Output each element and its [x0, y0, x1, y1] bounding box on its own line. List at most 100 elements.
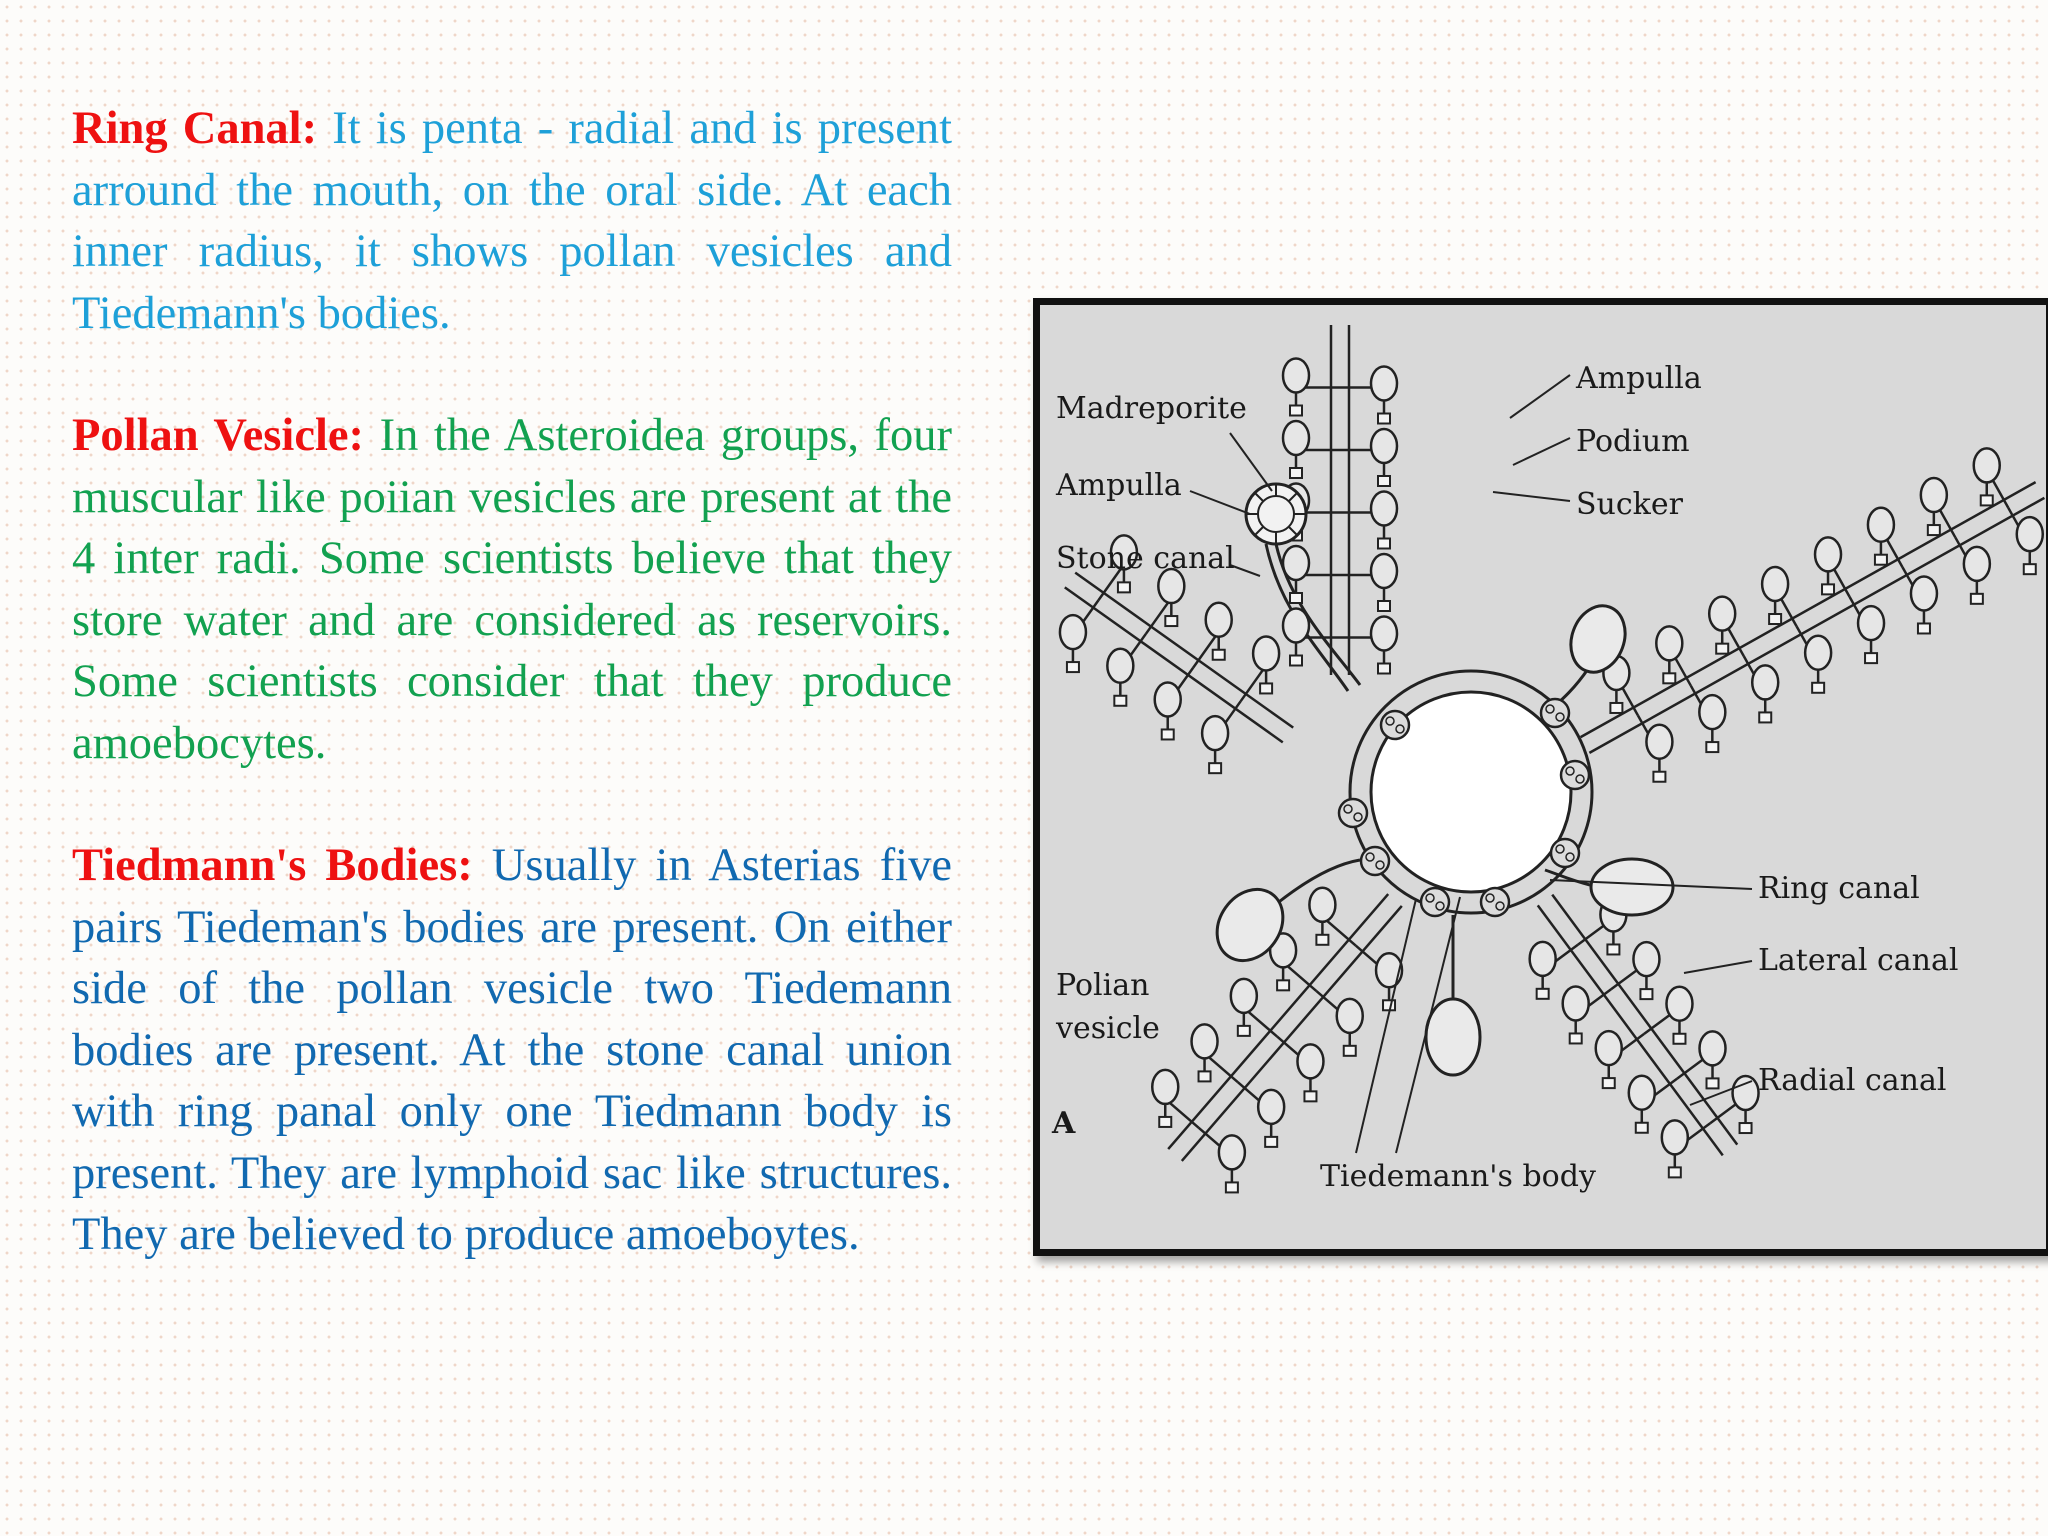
ampulla-bulb: [1374, 952, 1404, 989]
sucker: [1568, 1032, 1583, 1045]
ampulla-bulb: [1369, 490, 1399, 527]
sucker: [1639, 988, 1654, 1001]
tiedemanns-body: [1539, 697, 1571, 729]
ampulla-bulb: [1256, 1088, 1286, 1126]
tiedmanns-bodies-text: Usually in Asterias five pairs Tiedeman'…: [72, 840, 952, 1260]
lateral-canal: [1144, 597, 1173, 635]
sucker: [1672, 1032, 1687, 1045]
sucker: [1264, 1135, 1279, 1148]
ampulla-bulb: [1335, 997, 1364, 1035]
tiedemanns-body-lobe: [1375, 860, 1385, 870]
ampulla-bulb: [1153, 681, 1182, 718]
tiedemanns-body-lobe: [1485, 893, 1495, 903]
ampulla-bulb: [1972, 447, 2001, 484]
radial-canal-edge: [1579, 481, 2037, 739]
label-ampulla-top: Ampulla: [1575, 361, 1702, 396]
radial-canal-edge: [1167, 893, 1390, 1150]
sucker: [1916, 622, 1931, 635]
sucker: [1377, 537, 1391, 550]
pollan-vesicle-paragraph: Pollan Vesicle: In the Asteroidea groups…: [72, 405, 952, 774]
sucker: [1289, 404, 1303, 417]
ampulla-bulb: [1803, 634, 1833, 672]
ampulla-bulb: [1369, 615, 1399, 652]
ampulla-bulb: [1281, 419, 1311, 457]
sucker: [1821, 583, 1836, 596]
label-sucker: Sucker: [1576, 487, 1684, 522]
ampulla-bulb: [1645, 723, 1674, 760]
tiedemanns-body-outline: [1359, 845, 1391, 877]
sucker: [1377, 412, 1391, 425]
tiedmanns-bodies-paragraph: Tiedmann's Bodies: Usually in Asterias f…: [72, 835, 952, 1266]
radial-canal-edge: [1180, 905, 1403, 1162]
sucker: [1969, 592, 1984, 605]
sucker: [1609, 701, 1624, 714]
polian-vesicle-bottom: [1424, 997, 1482, 1077]
sucker: [1662, 672, 1677, 685]
sucker: [1382, 999, 1397, 1012]
sucker: [1535, 987, 1550, 1000]
ampulla-bulb: [1251, 635, 1281, 672]
ampulla-bulb: [1856, 604, 1886, 642]
sucker: [1315, 933, 1330, 946]
tiedemanns-body-outline: [1337, 797, 1369, 829]
sucker: [1864, 652, 1879, 665]
ampulla-bulb: [1698, 1030, 1727, 1067]
lateral-canal: [1097, 563, 1125, 601]
sucker: [1873, 553, 1888, 566]
tiedemanns-body-outline: [1559, 759, 1591, 791]
sucker: [2022, 563, 2037, 576]
ampulla-bulb: [1866, 506, 1896, 543]
sucker: [1236, 1024, 1251, 1037]
sucker: [1652, 770, 1667, 783]
sucker: [1289, 467, 1303, 479]
tiedemanns-body-lobe: [1353, 812, 1363, 822]
sucker: [1377, 475, 1391, 487]
polian-vesicle-top-right: [1569, 604, 1627, 674]
ampulla-bulb: [1308, 886, 1337, 924]
tiedemanns-body-lobe: [1575, 774, 1585, 784]
polian-connector: [1544, 868, 1591, 887]
tiedmanns-bodies-heading: Tiedmann's Bodies:: [72, 840, 473, 891]
ampulla-bulb: [1813, 536, 1843, 573]
ampulla-bulb: [1369, 365, 1399, 402]
ampulla-podia: [1058, 357, 2045, 1194]
tiedemanns-body-lobe: [1385, 716, 1395, 726]
tiedemanns-body: [1359, 845, 1391, 877]
ampulla-bulb: [1627, 1074, 1657, 1111]
radial-canal-edge: [1536, 904, 1724, 1157]
sucker: [1158, 1115, 1173, 1128]
text-column: Ring Canal: It is penta - radial and is …: [72, 98, 952, 1327]
sucker: [1208, 762, 1223, 775]
ampulla-bulb: [1369, 552, 1399, 590]
sucker: [1224, 1181, 1239, 1194]
ampulla-bulb: [1157, 567, 1186, 605]
tiedemanns-body-outline: [1549, 837, 1581, 869]
label-stone-canal: Stone canal: [1056, 541, 1235, 576]
label-radial-canal: Radial canal: [1758, 1063, 1946, 1098]
tiedemanns-body: [1337, 797, 1369, 829]
label-polian-line2: vesicle: [1055, 1011, 1160, 1046]
ampulla-bulb: [1369, 427, 1399, 465]
ampulla-bulb: [1561, 985, 1590, 1022]
ampulla-bulb: [1760, 565, 1790, 603]
ampulla-bulb: [1204, 601, 1233, 638]
pollan-vesicle-heading: Pollan Vesicle:: [72, 410, 364, 461]
sucker: [1164, 615, 1179, 628]
sucker: [1342, 1044, 1357, 1057]
label-tiedemanns-body: Tiedemann's body: [1320, 1159, 1596, 1194]
sucker: [1979, 494, 1994, 507]
ring-canal-paragraph: Ring Canal: It is penta - radial and is …: [72, 98, 952, 344]
ampulla-bulb: [1058, 613, 1088, 651]
label-polian-line1: Polian: [1056, 968, 1149, 1003]
sucker: [1634, 1121, 1649, 1134]
madreporite: [1244, 482, 1308, 546]
sucker: [1601, 1077, 1616, 1090]
label-ampulla-left: Ampulla: [1055, 468, 1182, 503]
label-figure-letter: A: [1051, 1106, 1076, 1141]
radial-canal-edge: [1064, 586, 1284, 744]
sucker: [1211, 648, 1226, 661]
diagram-canvas: Ampulla Podium Sucker Madreporite Ampull…: [1051, 325, 2046, 1194]
sucker: [1116, 581, 1131, 594]
sucker: [1303, 1090, 1318, 1103]
sucker: [1289, 654, 1303, 667]
